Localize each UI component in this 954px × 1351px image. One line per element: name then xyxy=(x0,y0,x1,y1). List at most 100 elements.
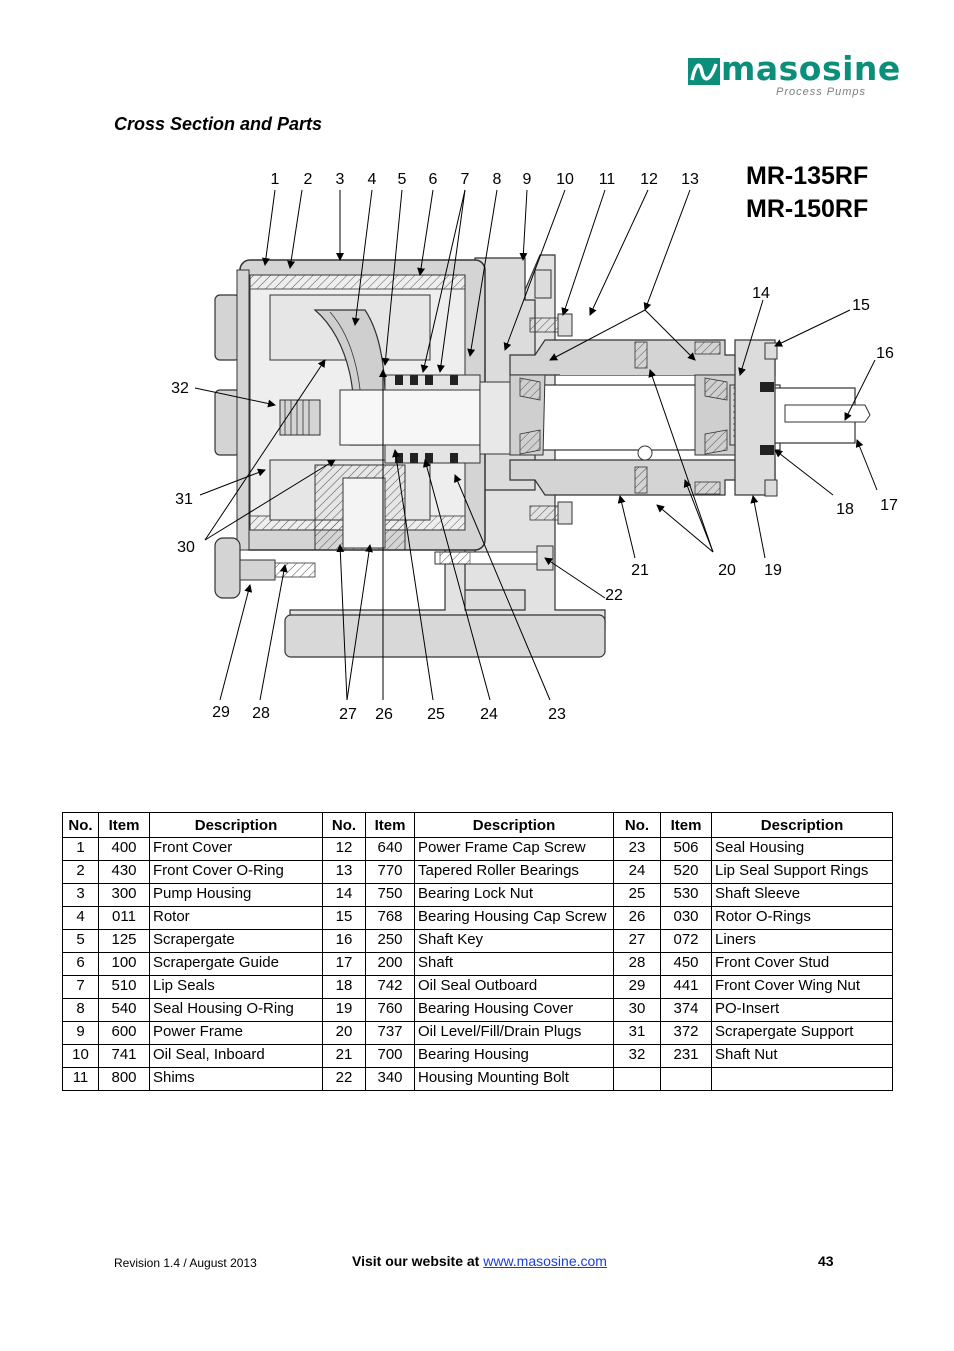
model-title: MR-135RF MR-150RF xyxy=(746,160,868,226)
part-description: Bearing Housing xyxy=(414,1044,614,1068)
pump-cross-section xyxy=(194,189,878,701)
part-description xyxy=(711,1067,893,1091)
part-number: 26 xyxy=(613,906,661,930)
part-description: Scrapergate Guide xyxy=(149,952,323,976)
part-description: Scrapergate Support xyxy=(711,1021,893,1045)
callout-19: 19 xyxy=(764,562,782,579)
part-number: 22 xyxy=(322,1067,366,1091)
item-code: 742 xyxy=(365,975,415,999)
part-number: 23 xyxy=(613,837,661,861)
part-number: 18 xyxy=(322,975,366,999)
item-code: 530 xyxy=(660,883,712,907)
item-code: 741 xyxy=(98,1044,150,1068)
part-description: Housing Mounting Bolt xyxy=(414,1067,614,1091)
part-description: PO-Insert xyxy=(711,998,893,1022)
part-number: 21 xyxy=(322,1044,366,1068)
item-code: 760 xyxy=(365,998,415,1022)
part-description: Seal Housing O-Ring xyxy=(149,998,323,1022)
callout-18: 18 xyxy=(836,501,854,518)
item-code: 800 xyxy=(98,1067,150,1091)
part-description: Bearing Housing Cap Screw xyxy=(414,906,614,930)
header-description: Description xyxy=(711,812,893,838)
part-number: 30 xyxy=(613,998,661,1022)
part-description: Liners xyxy=(711,929,893,953)
callout-15: 15 xyxy=(852,297,870,314)
part-description: Lip Seals xyxy=(149,975,323,999)
part-description: Rotor O-Rings xyxy=(711,906,893,930)
item-code: 072 xyxy=(660,929,712,953)
part-number: 25 xyxy=(613,883,661,907)
header-item: Item xyxy=(660,812,712,838)
item-code: 372 xyxy=(660,1021,712,1045)
item-code: 768 xyxy=(365,906,415,930)
part-description: Front Cover O-Ring xyxy=(149,860,323,884)
part-number xyxy=(613,1067,661,1091)
callout-3: 3 xyxy=(335,171,345,188)
part-number: 5 xyxy=(62,929,99,953)
callout-25: 25 xyxy=(427,706,445,723)
visit-text: Visit our website at xyxy=(352,1253,480,1269)
part-description: Shaft Key xyxy=(414,929,614,953)
part-description: Front Cover xyxy=(149,837,323,861)
callout-20: 20 xyxy=(718,562,736,579)
part-number: 4 xyxy=(62,906,99,930)
part-number: 24 xyxy=(613,860,661,884)
header-no: No. xyxy=(613,812,661,838)
callout-14: 14 xyxy=(752,285,770,302)
part-description: Rotor xyxy=(149,906,323,930)
part-number: 19 xyxy=(322,998,366,1022)
callout-1: 1 xyxy=(270,171,280,188)
item-code: 600 xyxy=(98,1021,150,1045)
item-code: 506 xyxy=(660,837,712,861)
part-number: 2 xyxy=(62,860,99,884)
item-code: 011 xyxy=(98,906,150,930)
part-description: Lip Seal Support Rings xyxy=(711,860,893,884)
callout-7: 7 xyxy=(460,171,470,188)
part-description: Shims xyxy=(149,1067,323,1091)
callout-30: 30 xyxy=(177,539,195,556)
item-code: 520 xyxy=(660,860,712,884)
item-code: 640 xyxy=(365,837,415,861)
callout-8: 8 xyxy=(492,171,502,188)
website-link[interactable]: www.masosine.com xyxy=(483,1253,607,1269)
item-code: 340 xyxy=(365,1067,415,1091)
item-code: 430 xyxy=(98,860,150,884)
part-number: 15 xyxy=(322,906,366,930)
callout-28: 28 xyxy=(252,705,270,722)
item-code: 250 xyxy=(365,929,415,953)
header-item: Item xyxy=(365,812,415,838)
part-number: 17 xyxy=(322,952,366,976)
section-title: Cross Section and Parts xyxy=(114,114,323,134)
part-number: 9 xyxy=(62,1021,99,1045)
item-code xyxy=(660,1067,712,1091)
part-description: Power Frame xyxy=(149,1021,323,1045)
part-description: Scrapergate xyxy=(149,929,323,953)
item-code: 100 xyxy=(98,952,150,976)
callout-10: 10 xyxy=(556,171,574,188)
item-code: 540 xyxy=(98,998,150,1022)
part-number: 11 xyxy=(62,1067,99,1091)
revision-note: Revision 1.4 / August 2013 xyxy=(114,1256,257,1270)
header-no: No. xyxy=(322,812,366,838)
item-code: 231 xyxy=(660,1044,712,1068)
part-description: Oil Level/Fill/Drain Plugs xyxy=(414,1021,614,1045)
table-header-row: No. Item Description No. Item Descriptio… xyxy=(62,812,893,838)
item-code: 200 xyxy=(365,952,415,976)
part-number: 31 xyxy=(613,1021,661,1045)
part-number: 12 xyxy=(322,837,366,861)
item-code: 510 xyxy=(98,975,150,999)
callout-24: 24 xyxy=(480,706,498,723)
callout-12: 12 xyxy=(640,171,658,188)
part-number: 7 xyxy=(62,975,99,999)
callout-32: 32 xyxy=(171,380,189,397)
callout-31: 31 xyxy=(175,491,193,508)
